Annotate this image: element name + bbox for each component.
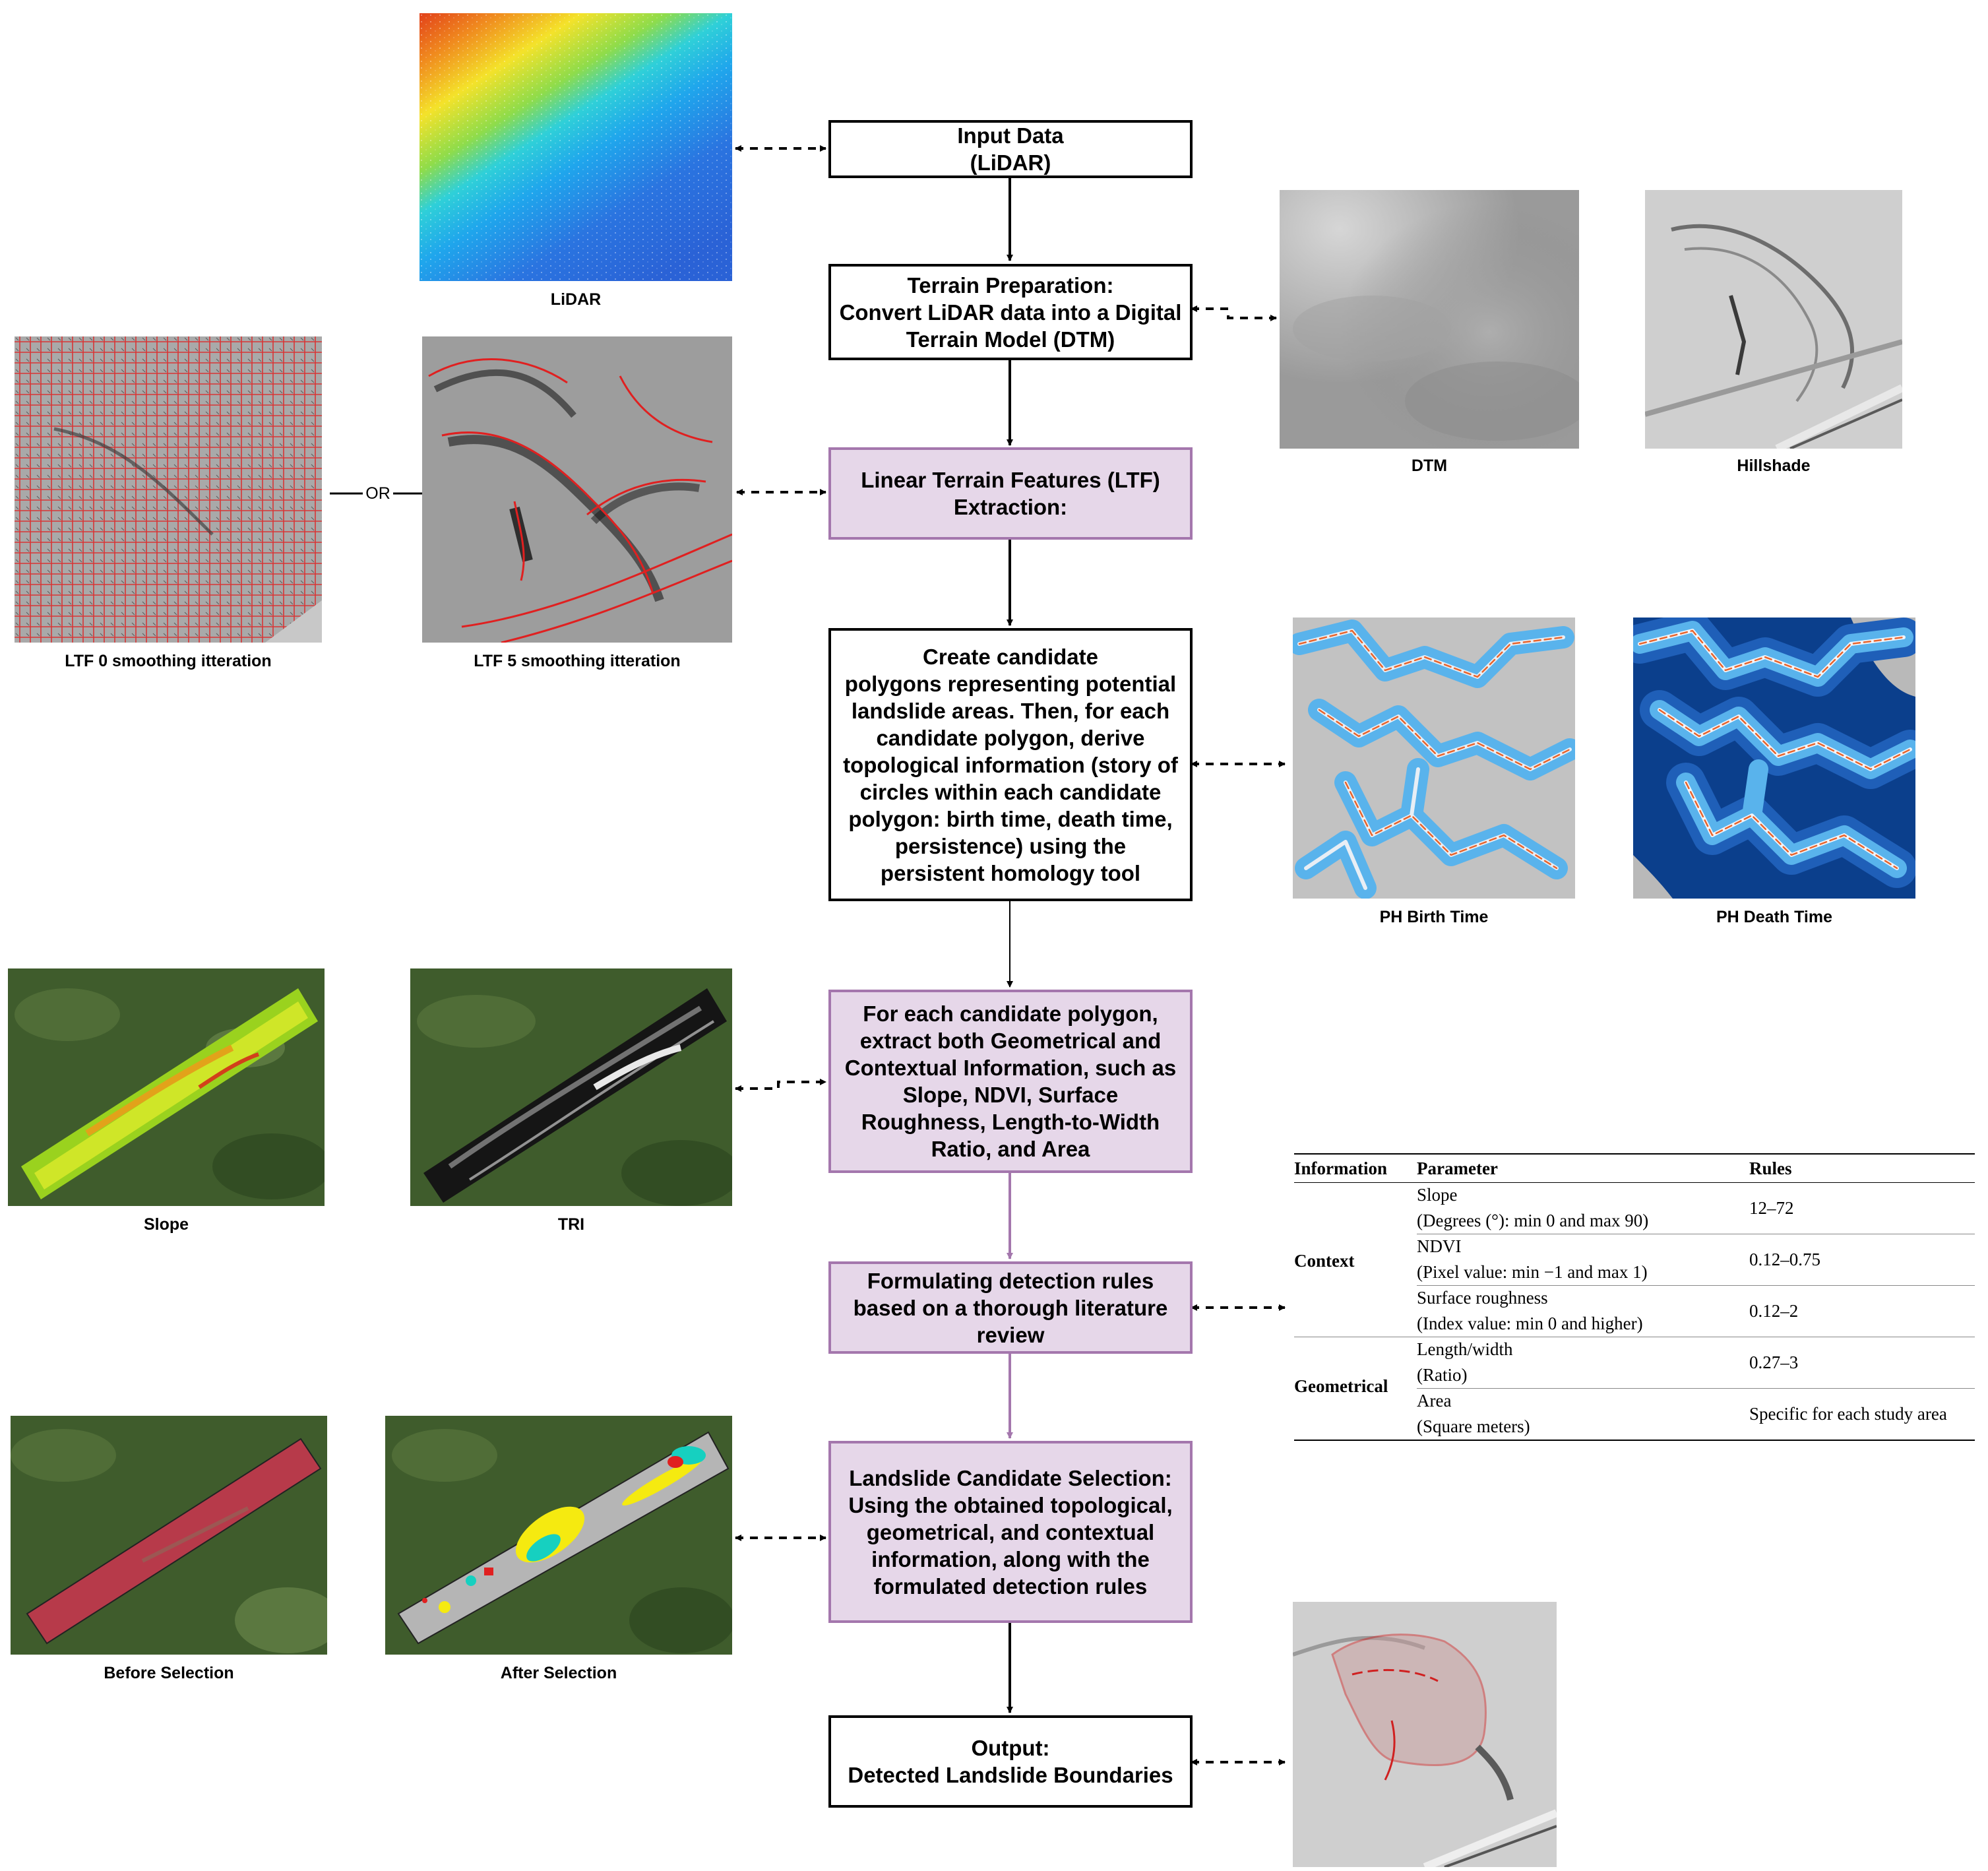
dtm-image — [1280, 190, 1579, 449]
group-geometrical: Geometrical — [1294, 1376, 1388, 1396]
dash-tri-extract — [735, 1079, 826, 1092]
ltf-extraction-box: Linear Terrain Features (LTF) Extraction… — [828, 447, 1193, 540]
detection-rules-box: Formulating detection rules based on a t… — [828, 1261, 1193, 1354]
candidate-polygons-label: Create candidate polygons representing p… — [843, 644, 1178, 885]
rules-table: Information Parameter Rules Context Slop… — [1294, 1153, 1975, 1441]
ltf-extraction-label: Linear Terrain Features (LTF) Extraction… — [861, 468, 1160, 519]
candidate-polygons-box: Create candidate polygons representing p… — [828, 628, 1193, 901]
input-data-box: Input Data (LiDAR) — [828, 120, 1193, 178]
detection-rules-label: Formulating detection rules based on a t… — [853, 1268, 1168, 1347]
slope-caption: Slope — [143, 1215, 189, 1234]
candidate-selection-label: Landslide Candidate Selection: Using the… — [848, 1465, 1173, 1599]
param-ndvi: NDVI (Pixel value: min −1 and max 1) — [1417, 1236, 1648, 1282]
header-parameter: Parameter — [1417, 1158, 1498, 1178]
or-label: OR — [365, 484, 390, 503]
output-label: Output: Detected Landslide Boundaries — [848, 1736, 1173, 1787]
row-rule — [1417, 1388, 1975, 1389]
after-selection-caption: After Selection — [500, 1664, 617, 1682]
ph-death-image — [1633, 618, 1915, 899]
row-rule — [1417, 1285, 1975, 1286]
dtm-caption: DTM — [1411, 457, 1448, 475]
header-rules: Rules — [1749, 1158, 1792, 1178]
ph-death-caption: PH Death Time — [1716, 908, 1832, 926]
slope-image — [8, 968, 325, 1206]
param-area: Area (Square meters) — [1417, 1391, 1530, 1436]
extract-info-label: For each candidate polygon, extract both… — [844, 1001, 1177, 1161]
after-selection-image — [385, 1416, 732, 1655]
extract-info-box: For each candidate polygon, extract both… — [828, 990, 1193, 1173]
ltf5-image — [422, 336, 732, 643]
ltf0-image — [15, 336, 322, 643]
ltf5-caption: LTF 5 smoothing itteration — [474, 652, 681, 670]
tri-caption: TRI — [557, 1215, 585, 1234]
rule-area: Specific for each study area — [1749, 1404, 1947, 1424]
before-selection-caption: Before Selection — [104, 1664, 234, 1682]
ltf0-caption: LTF 0 smoothing itteration — [65, 652, 272, 670]
before-selection-image — [11, 1416, 327, 1655]
table-top-rule — [1294, 1153, 1975, 1155]
rule-slope: 12–72 — [1749, 1198, 1794, 1218]
terrain-preparation-label: Terrain Preparation: Convert LiDAR data … — [839, 272, 1182, 352]
output-box: Output: Detected Landslide Boundaries — [828, 1715, 1193, 1808]
group-context: Context — [1294, 1251, 1355, 1271]
landslide-outline-image — [1293, 1602, 1557, 1867]
param-surface-roughness: Surface roughness (Index value: min 0 an… — [1417, 1288, 1643, 1333]
dash-terrain-dtm — [1191, 305, 1277, 321]
lidar-image — [419, 13, 732, 281]
header-rule — [1294, 1182, 1975, 1183]
tri-image — [410, 968, 732, 1206]
hillshade-image — [1645, 190, 1902, 449]
rule-surface-roughness: 0.12–2 — [1749, 1301, 1799, 1321]
candidate-selection-box: Landslide Candidate Selection: Using the… — [828, 1441, 1193, 1623]
table-bottom-rule — [1294, 1440, 1975, 1441]
header-information: Information — [1294, 1158, 1387, 1178]
hillshade-caption: Hillshade — [1737, 457, 1811, 475]
lidar-caption: LiDAR — [550, 290, 602, 309]
ph-birth-image — [1293, 618, 1575, 899]
ph-birth-caption: PH Birth Time — [1379, 908, 1489, 926]
param-slope: Slope (Degrees (°): min 0 and max 90) — [1417, 1185, 1649, 1230]
input-data-label: Input Data (LiDAR) — [957, 123, 1064, 175]
param-length-width: Length/width (Ratio) — [1417, 1339, 1513, 1385]
rule-length-width: 0.27–3 — [1749, 1352, 1799, 1372]
terrain-preparation-box: Terrain Preparation: Convert LiDAR data … — [828, 264, 1193, 360]
rule-ndvi: 0.12–0.75 — [1749, 1250, 1820, 1269]
